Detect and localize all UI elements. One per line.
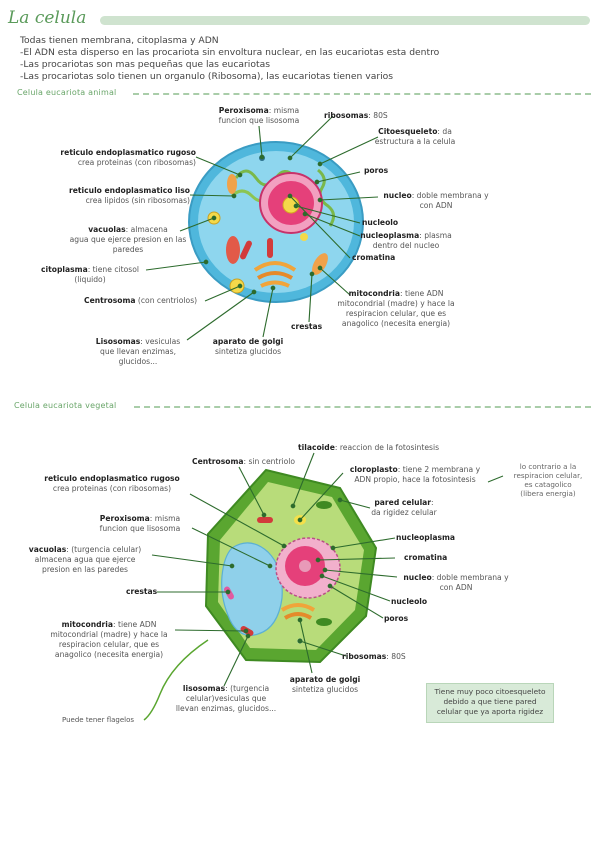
animal-divider bbox=[133, 93, 591, 95]
vegetal-heading: Celula eucariota vegetal bbox=[14, 401, 117, 410]
label-citoplasma: citoplasma: tiene citosol(liquido) bbox=[41, 265, 139, 284]
label-nucleolo-vegetal: nucleolo bbox=[391, 597, 428, 606]
page-title: La celula bbox=[8, 8, 87, 28]
vegetal-cell-diagram bbox=[204, 468, 378, 664]
label-centrosoma-vegetal: Centrosoma: sin centriolo bbox=[192, 457, 296, 466]
title-underline bbox=[100, 16, 590, 25]
label-crestas-vegetal: crestas bbox=[126, 587, 158, 596]
label-poros-vegetal: poros bbox=[384, 614, 409, 623]
label-tilacoide: tilacoide: reaccion de la fotosintesis bbox=[298, 443, 440, 452]
label-cromatina-vegetal: cromatina bbox=[404, 553, 448, 562]
vegetal-divider bbox=[134, 406, 591, 408]
intro-line-1: Todas tienen membrana, citoplasma y ADN bbox=[20, 35, 219, 46]
label-crestas-animal: crestas bbox=[291, 322, 323, 331]
label-ribosomas-animal: ribosomas: 80S bbox=[324, 111, 388, 120]
animal-cell-diagram bbox=[188, 141, 364, 303]
animal-heading: Celula eucariota animal bbox=[17, 88, 117, 97]
intro-line-2: -El ADN esta disperso en las procariota … bbox=[20, 47, 440, 58]
label-poros-animal: poros bbox=[364, 166, 389, 175]
label-cromatina-animal: cromatina bbox=[352, 253, 396, 262]
label-nucleolo-animal: nucleolo bbox=[362, 218, 399, 227]
label-vacuolas-vegetal: vacuolas: (turgencia celular)almacena ag… bbox=[28, 545, 142, 574]
intro-line-4: -Las procariotas solo tienen un organulo… bbox=[20, 71, 394, 82]
label-nucleoplasma-vegetal: nucleoplasma bbox=[396, 533, 456, 542]
intro-line-3: -Las procariotas son mas pequeñas que la… bbox=[20, 59, 271, 70]
label-pared-celular: pared celular:da rigidez celular bbox=[371, 498, 437, 517]
label-ribosomas-vegetal: ribosomas: 80S bbox=[342, 652, 406, 661]
label-flagelos: Puede tener flagelos bbox=[62, 716, 135, 724]
label-centrosoma-animal: Centrosoma (con centriolos) bbox=[84, 296, 198, 305]
